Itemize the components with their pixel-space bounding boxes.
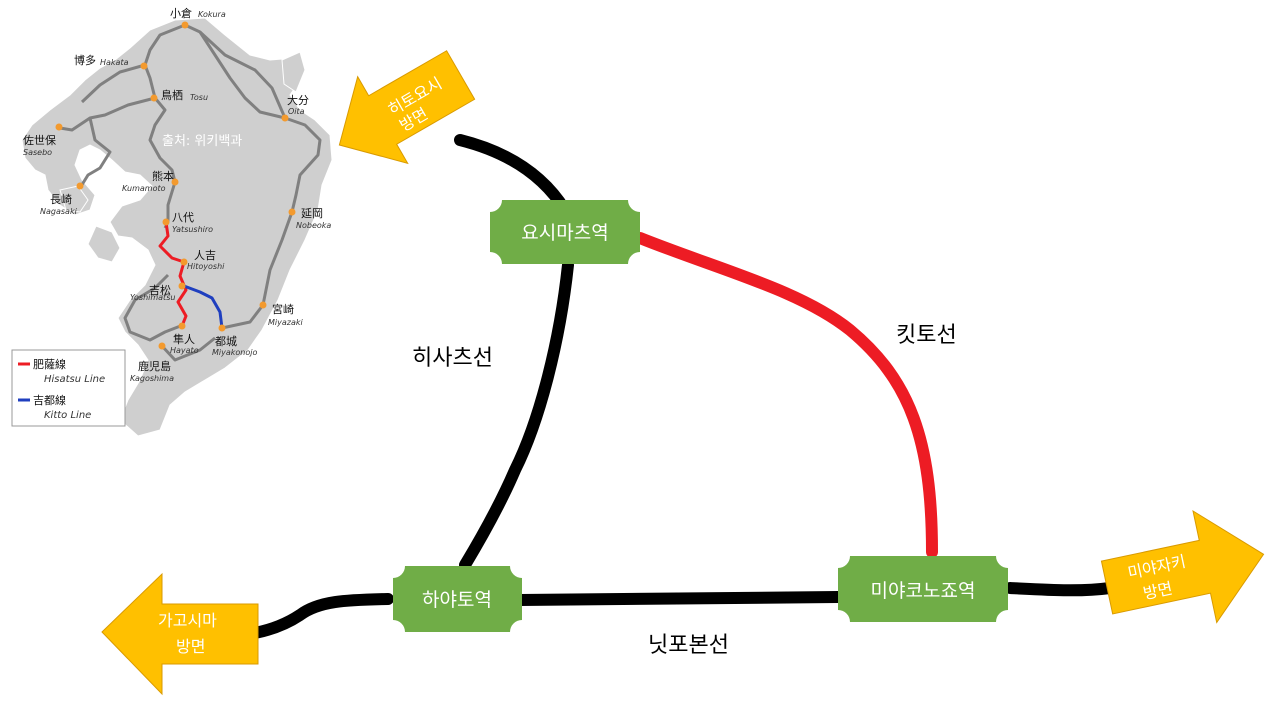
kyushu-inset-map: 小倉 Kokura 博多 Hakata 鳥栖 Tosu 大分 Oita 佐世保 …	[11, 6, 333, 437]
place-en: Nobeoka	[296, 221, 331, 230]
place-en: Yoshimatsu	[130, 293, 175, 302]
kitto-line-map	[183, 284, 224, 329]
place-en: Oita	[288, 107, 305, 116]
map-station-dots	[55, 21, 296, 350]
station-yoshimatsu-plate	[490, 200, 640, 264]
dot-nagasaki	[76, 182, 84, 190]
line-label-hisatsu: 히사츠선	[412, 346, 493, 371]
dot-hayato	[178, 322, 186, 330]
place-jp: 鳥栖	[161, 88, 183, 102]
tracks	[249, 134, 1116, 639]
map-credit: 출처: 위키백과	[162, 134, 242, 149]
place-jp: 人吉	[194, 249, 216, 262]
place-jp: 都城	[215, 335, 237, 348]
place-en: Tosu	[190, 93, 208, 102]
place-jp: 八代	[172, 211, 194, 224]
place-en: Miyakonojo	[212, 348, 257, 357]
station-hayato-plate	[393, 566, 522, 632]
tsushima-islet	[281, 51, 306, 93]
place-en: Hayato	[170, 346, 199, 355]
station-hayato-label: 하야토역	[422, 589, 492, 611]
place-jp: 宮崎	[272, 302, 294, 316]
hisatsu-main-track	[459, 259, 574, 571]
place-jp: 長崎	[50, 192, 72, 206]
map-place-labels: 小倉 Kokura 博多 Hakata 鳥栖 Tosu 大分 Oita 佐世保 …	[23, 6, 331, 383]
arrow-hitoyoshi: 히토요시 방면	[338, 50, 476, 165]
place-en: Kumamoto	[122, 184, 166, 193]
rail-network	[59, 23, 322, 362]
place-jp: 小倉	[170, 6, 192, 20]
place-jp: 鹿児島	[138, 359, 171, 373]
legend-kitto-jp: 吉都線	[33, 393, 66, 407]
dot-kagoshima	[158, 342, 166, 350]
station-miyakonojo: 미야코노죠역	[838, 556, 1008, 622]
dot-miyakonojo	[218, 324, 226, 332]
line-label-kitto: 킷토선	[896, 323, 957, 348]
place-en: Sasebo	[23, 148, 52, 157]
place-jp: 延岡	[301, 207, 323, 220]
place-en: Hitoyoshi	[187, 262, 225, 271]
place-jp: 吉松	[149, 283, 171, 297]
nippo-main-track	[514, 591, 844, 606]
dot-yoshimatsu	[178, 282, 186, 290]
legend-box	[11, 349, 126, 427]
dot-oita	[281, 114, 289, 122]
dot-kokura	[181, 21, 189, 29]
map-legend: 肥薩線 Hisatsu Line 吉都線 Kitto Line	[11, 349, 126, 427]
line-label-nippo: 닛포본선	[648, 633, 729, 658]
place-jp: 熊本	[152, 169, 174, 183]
dot-hakata	[140, 62, 148, 70]
kyushu-landmass	[21, 17, 333, 437]
legend-hisatsu-jp: 肥薩線	[33, 357, 66, 371]
dot-miyazaki	[259, 301, 267, 309]
place-jp: 大分	[287, 93, 309, 107]
dot-hitoyoshi	[180, 258, 188, 266]
arrow-kagoshima-line2: 방면	[176, 637, 205, 656]
nippo-miyazaki-track	[1004, 582, 1116, 597]
station-hayato: 하야토역	[393, 566, 522, 632]
dot-tosu	[150, 94, 158, 102]
station-yoshimatsu: 요시마츠역	[490, 200, 640, 264]
arrow-hitoyoshi-shape	[338, 50, 476, 165]
dot-nobeoka	[288, 208, 296, 216]
kitto-track	[634, 232, 938, 558]
station-miyakonojo-plate	[838, 556, 1008, 622]
nippo-kagoshima-track	[249, 593, 394, 639]
arrow-kagoshima: 가고시마 방면	[101, 572, 259, 696]
legend-kitto-en: Kitto Line	[44, 410, 91, 421]
arrow-kagoshima-line1: 가고시마	[158, 611, 217, 630]
place-en: Nagasaki	[40, 207, 78, 216]
station-yoshimatsu-label: 요시마츠역	[521, 222, 608, 244]
nagasaki-peninsula	[59, 185, 89, 213]
arrow-miyazaki-shape	[1100, 509, 1265, 624]
place-en: Kagoshima	[130, 374, 174, 383]
dot-sasebo	[55, 123, 63, 131]
dot-kumamoto	[171, 178, 179, 186]
arrow-kagoshima-shape	[101, 572, 259, 696]
place-en: Yatsushiro	[172, 225, 213, 234]
place-en: Miyazaki	[268, 318, 303, 327]
amakusa-island	[87, 225, 121, 263]
place-en: Hakata	[100, 58, 129, 67]
place-jp: 隼人	[173, 332, 195, 346]
place-jp: 博多	[74, 53, 96, 67]
place-jp: 佐世保	[23, 133, 56, 147]
station-miyakonojo-label: 미야코노죠역	[871, 580, 976, 602]
legend-hisatsu-en: Hisatsu Line	[44, 374, 105, 385]
hisatsu-line-map	[158, 221, 188, 327]
arrow-miyazaki: 미야자키 방면	[1100, 509, 1265, 624]
place-en: Kokura	[198, 10, 226, 19]
dot-yatsushiro	[162, 218, 170, 226]
hisatsu-north-track	[454, 134, 571, 216]
